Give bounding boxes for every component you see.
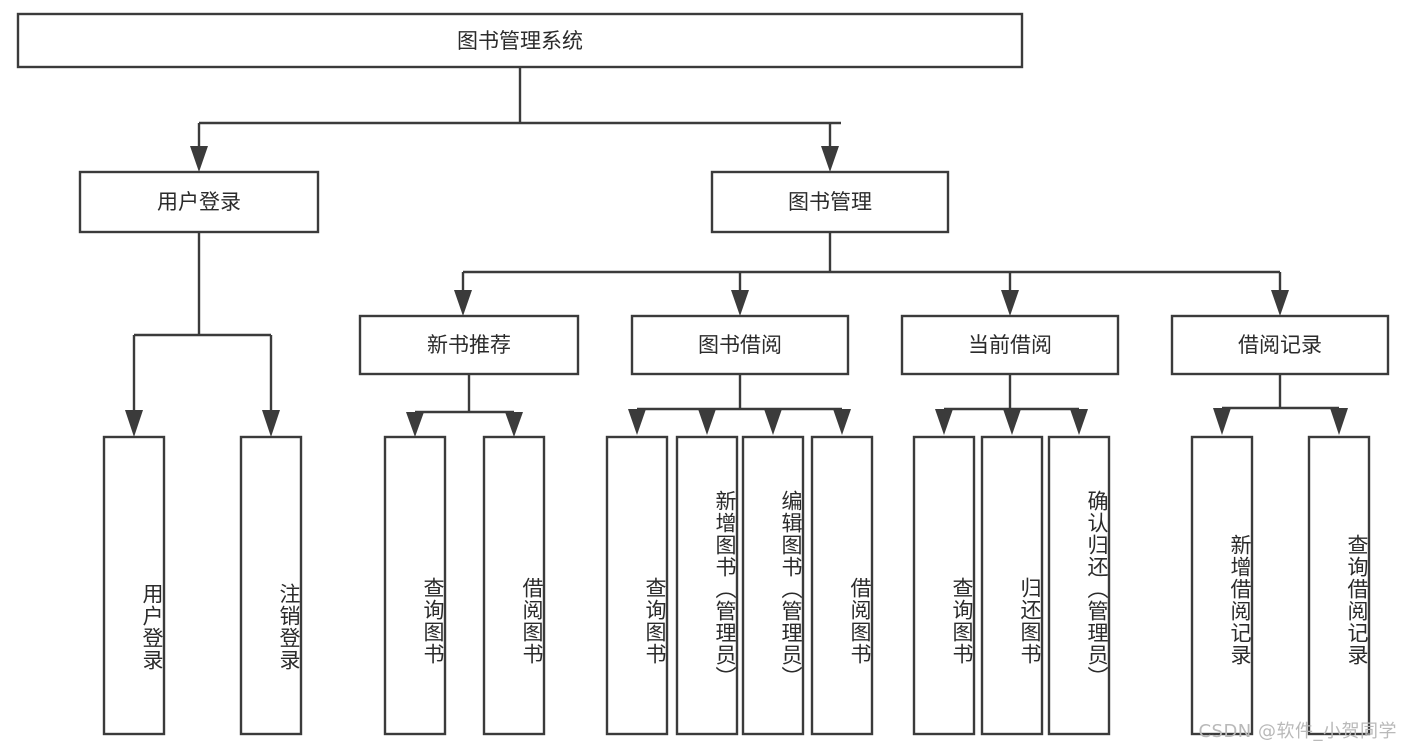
node-user-login[interactable]: 用户登录 <box>78 170 320 234</box>
arrow-head-leaf-borrow-book-1 <box>505 412 523 437</box>
node-leaf-query-record-rect[interactable] <box>1307 435 1371 736</box>
arrow-head-leaf-query-record <box>1330 408 1348 435</box>
arrow-head-leaf-borrow-book-2 <box>833 409 851 435</box>
node-leaf-borrow-book-1-rect[interactable] <box>482 435 546 736</box>
connector-group-borrow-record <box>1213 374 1348 435</box>
connector-group-user-login <box>125 232 280 437</box>
node-borrow-record-rect[interactable] <box>1170 314 1390 376</box>
arrow-head-book-manage <box>821 146 839 172</box>
connector-group-book-borrow <box>628 374 851 435</box>
node-new-book-recommend-label: 新书推荐 <box>427 333 511 357</box>
node-leaf-query-book-3-rect[interactable] <box>912 435 976 736</box>
node-root-label: 图书管理系统 <box>457 29 583 53</box>
node-leaf-add-record-rect[interactable] <box>1190 435 1254 736</box>
node-book-borrow-label: 图书借阅 <box>698 333 782 357</box>
arrow-head-current-borrow <box>1001 290 1019 316</box>
arrow-head-leaf-return-book <box>1003 409 1021 435</box>
connector-group-book-manage <box>454 232 1289 316</box>
node-leaf-logout-rect[interactable] <box>239 435 303 736</box>
node-user-login-rect[interactable] <box>78 170 320 234</box>
connector-group-current-borrow <box>935 374 1088 435</box>
arrow-head-borrow-record <box>1271 290 1289 316</box>
node-book-borrow-rect[interactable] <box>630 314 850 376</box>
node-book-manage[interactable]: 图书管理 <box>710 170 950 234</box>
node-leaf-return-book-rect[interactable] <box>980 435 1044 736</box>
arrow-head-leaf-logout <box>262 410 280 437</box>
node-leaf-add-book-rect[interactable] <box>675 435 739 736</box>
arrow-head-book-borrow <box>731 290 749 316</box>
node-leaf-query-book-2-rect[interactable] <box>605 435 669 736</box>
node-root-rect[interactable] <box>16 12 1024 69</box>
arrow-head-leaf-query-book-2 <box>628 409 646 435</box>
leaf-boxes <box>102 435 1371 736</box>
connector-group-root <box>190 67 841 172</box>
node-current-borrow-label: 当前借阅 <box>968 333 1052 357</box>
arrow-head-user-login <box>190 146 208 172</box>
arrow-head-leaf-add-record <box>1213 408 1231 435</box>
node-current-borrow-rect[interactable] <box>900 314 1120 376</box>
node-book-borrow[interactable]: 图书借阅 <box>630 314 850 376</box>
arrow-head-leaf-user-login <box>125 410 143 437</box>
node-user-login-label: 用户登录 <box>157 190 241 214</box>
node-leaf-user-login-rect[interactable] <box>102 435 166 736</box>
arrow-head-leaf-confirm-return <box>1070 409 1088 435</box>
arrow-head-leaf-add-book <box>698 409 716 435</box>
arrow-head-new-book-recommend <box>454 290 472 316</box>
node-root[interactable]: 图书管理系统 <box>16 12 1024 69</box>
node-leaf-confirm-return-rect[interactable] <box>1047 435 1111 736</box>
node-leaf-borrow-book-2-rect[interactable] <box>810 435 874 736</box>
node-leaf-edit-book-rect[interactable] <box>741 435 805 736</box>
arrow-head-leaf-edit-book <box>764 409 782 435</box>
node-new-book-recommend-rect[interactable] <box>358 314 580 376</box>
arrow-head-leaf-query-book-1 <box>406 412 424 437</box>
node-current-borrow[interactable]: 当前借阅 <box>900 314 1120 376</box>
node-leaf-query-book-1-rect[interactable] <box>383 435 447 736</box>
connector-group-new-book-recommend <box>406 374 523 437</box>
node-new-book-recommend[interactable]: 新书推荐 <box>358 314 580 376</box>
node-book-manage-rect[interactable] <box>710 170 950 234</box>
node-borrow-record[interactable]: 借阅记录 <box>1170 314 1390 376</box>
arrow-head-leaf-query-book-3 <box>935 409 953 435</box>
node-book-manage-label: 图书管理 <box>788 190 872 214</box>
node-borrow-record-label: 借阅记录 <box>1238 333 1322 357</box>
watermark-text: CSDN @软件_小贺同学 <box>1198 721 1397 742</box>
